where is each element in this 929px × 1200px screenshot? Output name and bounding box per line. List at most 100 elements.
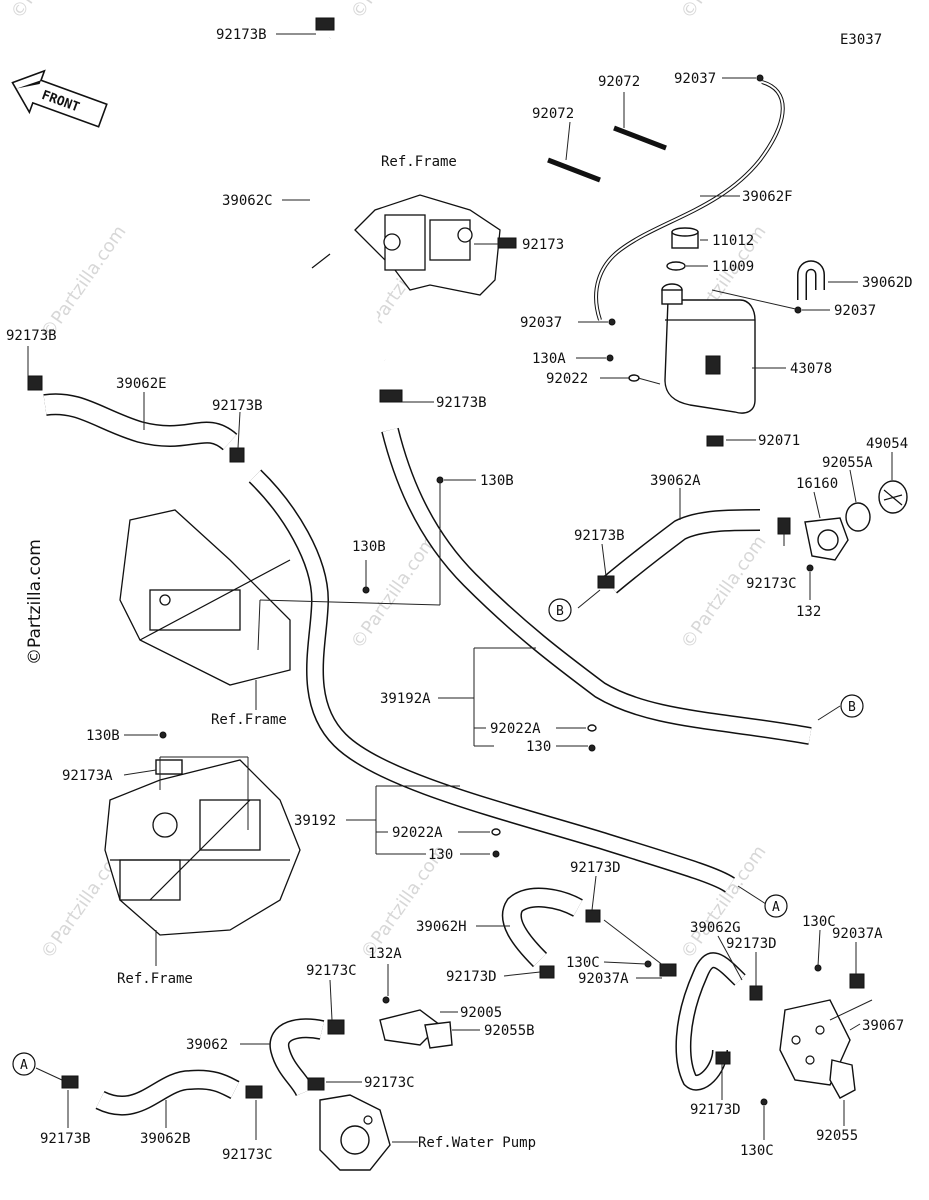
part-label: 49054: [866, 436, 908, 452]
ref-water-pump: Ref.Water Pump: [418, 1135, 536, 1151]
cable-tie-icons: [547, 125, 667, 183]
leader-lines: [27, 33, 893, 1143]
part-label: 92037: [834, 303, 876, 319]
part-label: 92037A: [578, 971, 629, 987]
part-label: 130B: [352, 539, 386, 555]
ref-frame-top: Ref.Frame: [381, 154, 457, 170]
frame-bottom: [104, 759, 301, 936]
part-label: 92055A: [822, 455, 873, 471]
part-label: 92072: [532, 106, 574, 122]
part-label: 130C: [740, 1143, 774, 1159]
part-label: 130C: [802, 914, 836, 930]
part-label: 39062H: [416, 919, 467, 935]
watermark-side-text: ©Partzilla.com: [25, 539, 45, 665]
part-label: 92022: [546, 371, 588, 387]
hose-39062: [269, 1018, 325, 1097]
thermostat-16160: [804, 517, 849, 561]
gasket-92055-icon: [829, 1059, 856, 1099]
part-label: 92055: [816, 1128, 858, 1144]
part-label: 92173B: [216, 27, 267, 43]
reservoir-tank: [661, 283, 756, 414]
part-label: 130B: [86, 728, 120, 744]
part-label: 92005: [460, 1005, 502, 1021]
hose-39062e: [43, 393, 238, 451]
connector-label: A: [20, 1058, 28, 1073]
part-label: 39192: [294, 813, 336, 829]
hose-39062a: [602, 509, 761, 594]
connector-b-right: B: [840, 694, 864, 718]
part-label: 39062E: [116, 376, 167, 392]
hose-39062g: [675, 952, 746, 1091]
part-label: 92055B: [484, 1023, 535, 1039]
part-label: 92022A: [392, 825, 443, 841]
part-label: 92173D: [446, 969, 497, 985]
thermostat-49054-icon: [878, 480, 908, 514]
part-label: 92173B: [40, 1131, 91, 1147]
part-label: 39062G: [690, 920, 741, 936]
part-label: 92173D: [690, 1102, 741, 1118]
gasket-11009-icon: [666, 261, 686, 271]
oring-92055a-icon: [845, 502, 871, 532]
watermark-text: ©Partzilla.com: [677, 0, 771, 23]
part-label: 92173B: [574, 528, 625, 544]
watermark-text: ©Partzilla.com: [677, 532, 771, 653]
part-label: 92173: [522, 237, 564, 253]
part-label: 11012: [712, 233, 754, 249]
clamp-icons: [27, 17, 865, 1099]
part-label: 92037A: [832, 926, 883, 942]
washer-92022a-icon: [491, 828, 501, 836]
connector-a-top: A: [764, 894, 788, 918]
part-label: 11009: [712, 259, 754, 275]
part-label: 92173A: [62, 768, 113, 784]
ref-frame-bottom: Ref.Frame: [117, 971, 193, 987]
watermark-text: ©Partzilla.com: [7, 0, 101, 23]
part-label: 92173B: [436, 395, 487, 411]
watermark-text: ©Partzilla.com: [347, 0, 441, 23]
part-label: 39062B: [140, 1131, 191, 1147]
part-label: 16160: [796, 476, 838, 492]
cap-92071-icon: [706, 435, 724, 447]
part-label: 39062: [186, 1037, 228, 1053]
hose-39062b: [95, 1069, 240, 1116]
gasket-92055b-icon: [424, 1021, 453, 1049]
part-label: 92173C: [364, 1075, 415, 1091]
front-arrow-icon: FRONT: [11, 69, 108, 128]
part-label: 39062D: [862, 275, 913, 291]
part-label: 92022A: [490, 721, 541, 737]
connector-label: B: [556, 604, 564, 619]
connector-a-bottom: A: [12, 1052, 36, 1076]
part-labels: 92173B 39062C 92173 92173B 39062E 92173B…: [6, 27, 913, 1163]
hose-39062f: [594, 80, 785, 321]
ref-frame-mid: Ref.Frame: [211, 712, 287, 728]
part-label: 39062F: [742, 189, 793, 205]
connector-label: B: [848, 700, 856, 715]
part-label: 43078: [790, 361, 832, 377]
hose-39062c: [290, 26, 395, 363]
part-label: 92037: [674, 71, 716, 87]
part-label: 39062C: [222, 193, 273, 209]
part-label: 92071: [758, 433, 800, 449]
water-pump: [319, 1094, 391, 1171]
part-label: 92173B: [6, 328, 57, 344]
part-label: 92037: [520, 315, 562, 331]
watermark-text: ©Partzilla.com: [37, 222, 131, 343]
diagram-code: E3037: [840, 32, 882, 48]
part-label: 92173C: [746, 576, 797, 592]
hose-39062h: [501, 887, 583, 968]
bolt-icons: [159, 74, 822, 1106]
hose-39062d: [797, 260, 825, 300]
part-label: 130B: [480, 473, 514, 489]
frame-mid: [119, 509, 291, 686]
pipe-39192: [248, 469, 735, 893]
connector-b-left: B: [548, 598, 572, 622]
connector-label: A: [772, 900, 780, 915]
cap-11012-icon: [671, 227, 699, 249]
part-label: 39062A: [650, 473, 701, 489]
part-label: 92173B: [212, 398, 263, 414]
part-label: 130A: [532, 351, 566, 367]
part-label: 130: [428, 847, 453, 863]
washer-92022a-icon: [587, 724, 597, 732]
part-label: 130C: [566, 955, 600, 971]
part-label: 92173C: [222, 1147, 273, 1163]
